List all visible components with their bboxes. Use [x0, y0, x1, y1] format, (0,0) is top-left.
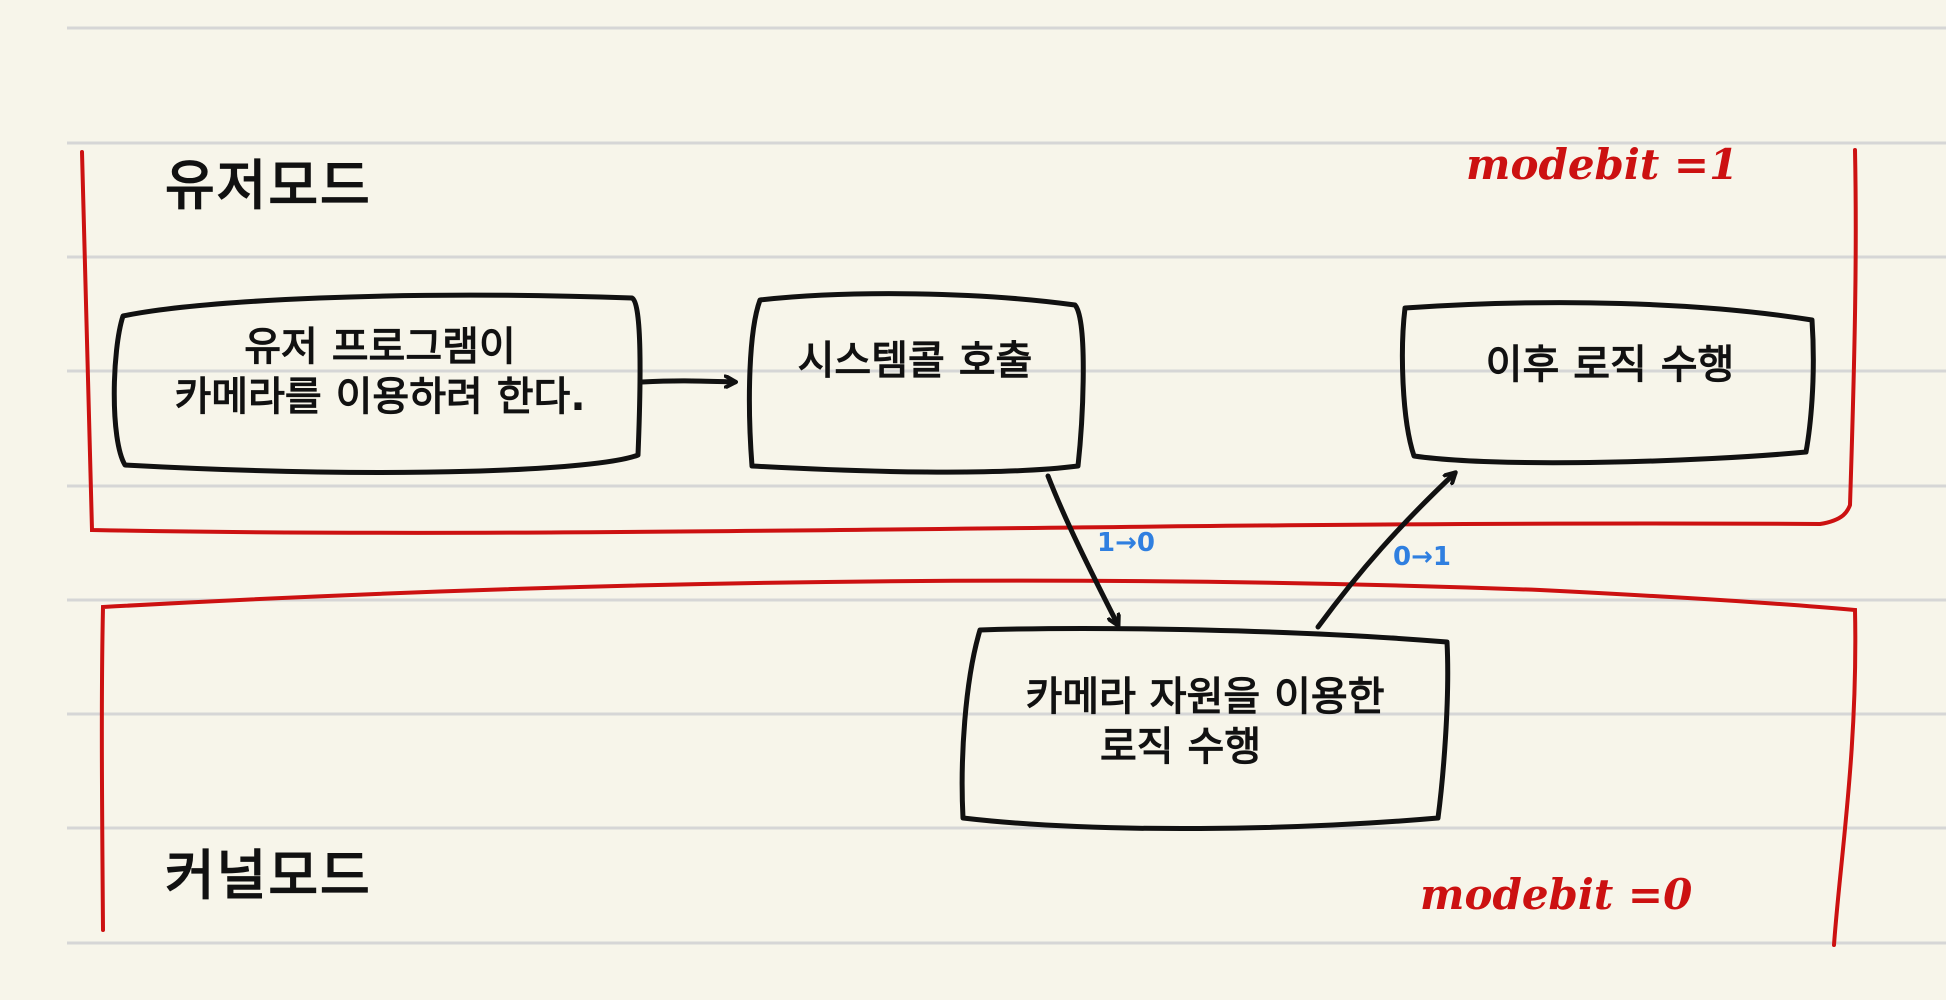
camera-logic-label: 카메라 자원을 이용한 로직 수행 [980, 672, 1430, 772]
user-program-line1: 유저 프로그램이 [244, 324, 516, 370]
system-call-label: 시스템콜 호출 [797, 338, 1033, 384]
user-modebit-label: modebit =1 [1466, 140, 1739, 189]
user-mode-region [80, 148, 1858, 535]
user-program-line2: 카메라를 이용하려 한다. [174, 374, 586, 420]
camera-logic-box [959, 626, 1451, 832]
transition-to-user-label: 0→1 [1393, 542, 1451, 572]
user-program-label: 유저 프로그램이 카메라를 이용하려 한다. [130, 322, 630, 422]
kernel-mode-region [99, 578, 1858, 947]
kernel-mode-title: 커널모드 [165, 844, 372, 907]
arrow-kernel-to-after [1315, 473, 1455, 630]
system-call-box [746, 291, 1086, 475]
kernel-modebit-label: modebit =0 [1420, 870, 1693, 919]
user-program-box [111, 292, 643, 475]
transition-to-kernel-label: 1→0 [1097, 528, 1155, 558]
camera-logic-line1: 카메라 자원을 이용한 [1025, 674, 1385, 720]
camera-logic-line2: 로직 수행 [1100, 724, 1262, 770]
arrow-program-to-syscall [639, 381, 735, 382]
after-logic-label: 이후 로직 수행 [1485, 342, 1735, 388]
after-logic-box [1399, 300, 1816, 466]
arrow-syscall-to-kernel [1045, 473, 1118, 625]
user-mode-title: 유저모드 [165, 154, 372, 217]
ruled-lines [67, 26, 1946, 945]
